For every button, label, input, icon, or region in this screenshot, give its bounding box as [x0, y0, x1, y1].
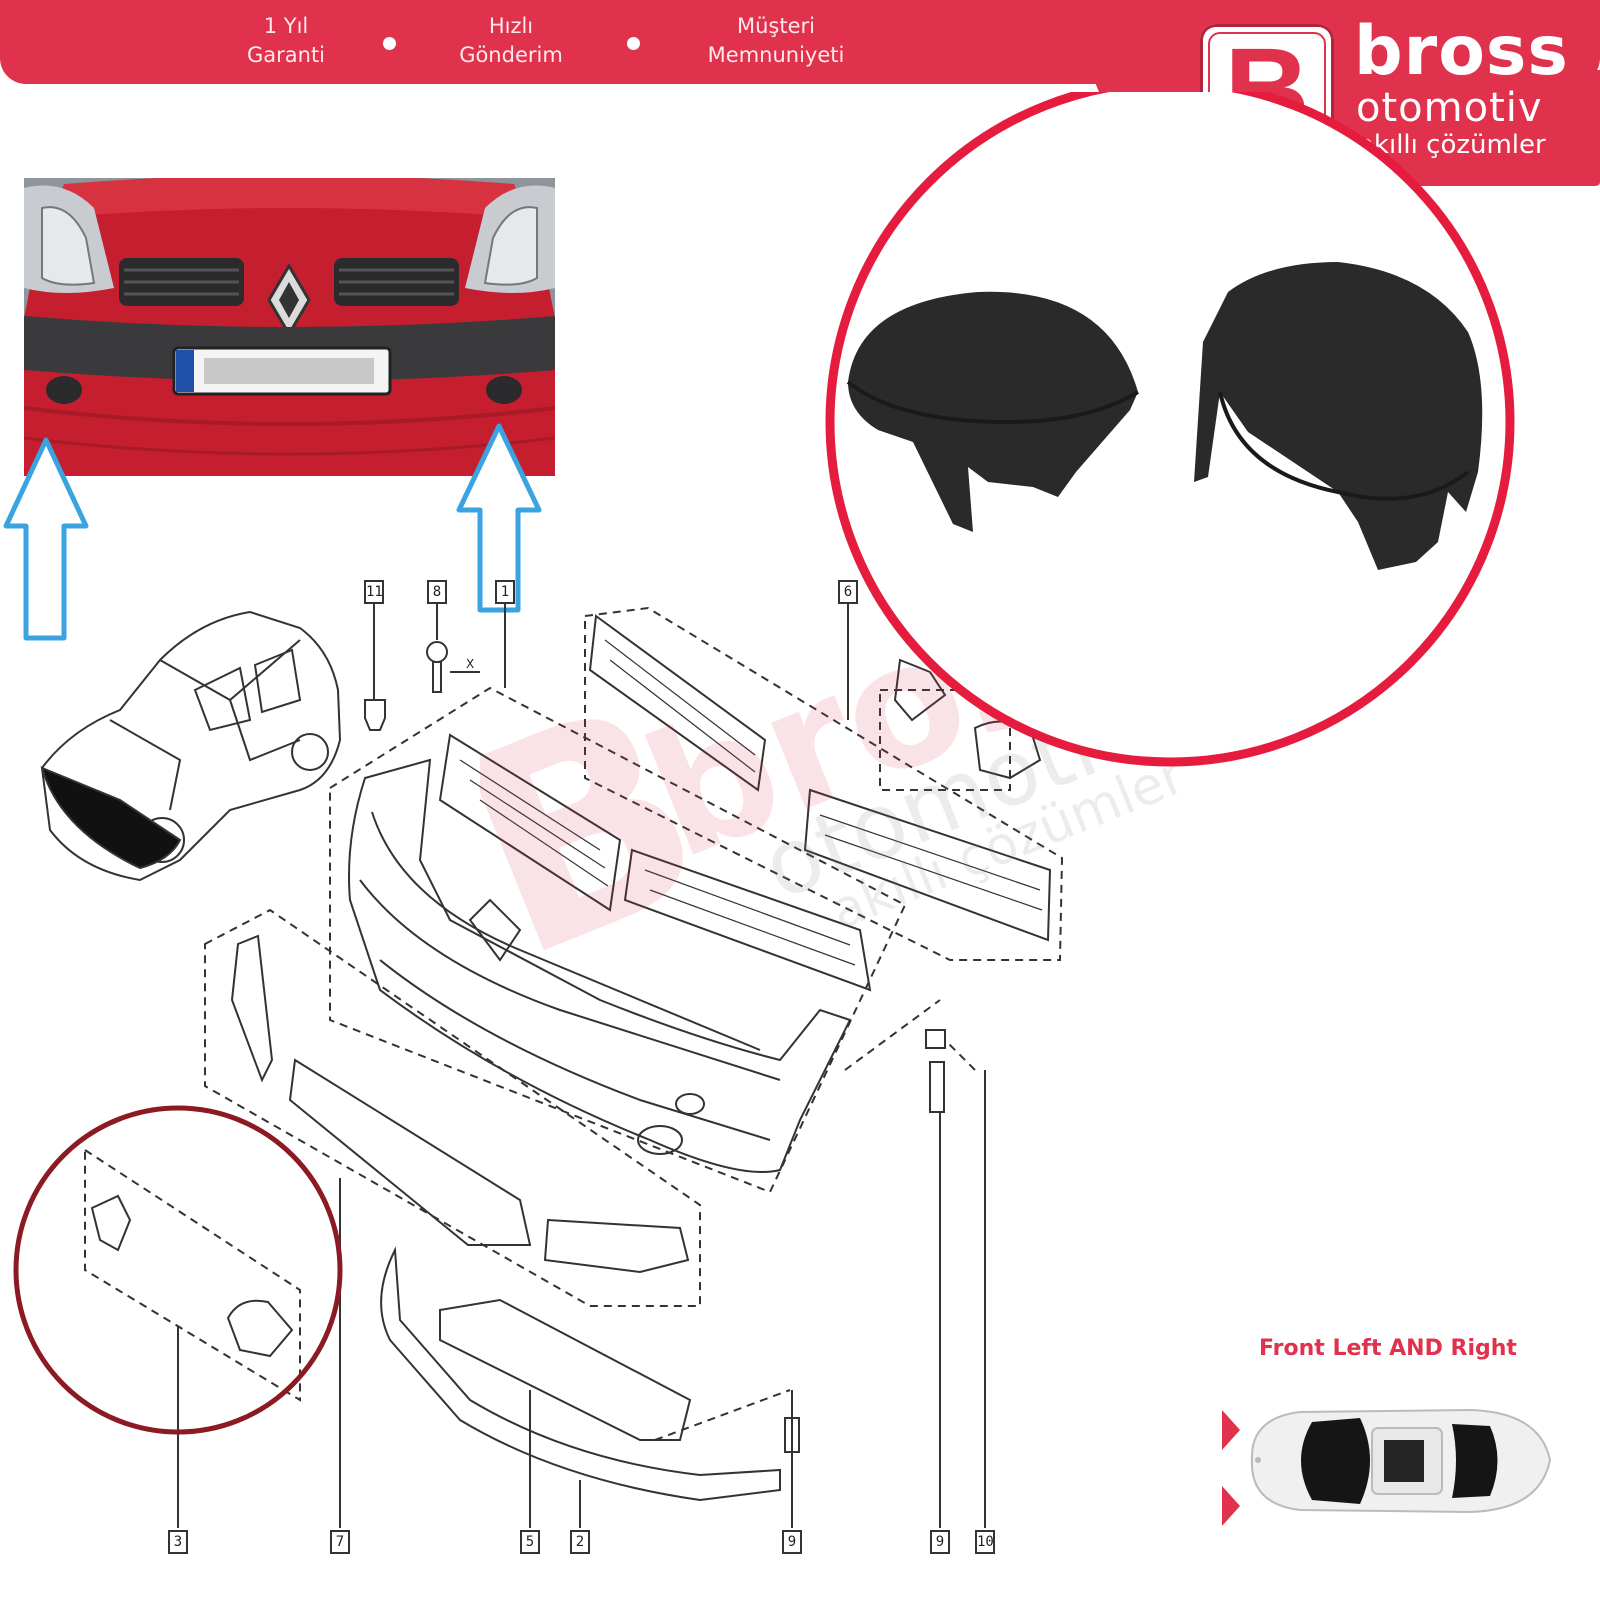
part-number-6: 6: [838, 580, 858, 604]
arrow-up-icon: [3, 437, 89, 641]
car-front-highlight: [40, 766, 182, 870]
separator-dot: [627, 37, 640, 50]
x-marker: X: [466, 657, 474, 671]
badge-shipping: Hızlı Gönderim: [440, 12, 582, 70]
part-number-10: 10: [975, 1530, 995, 1554]
badge-shipping-line1: Hızlı: [488, 14, 534, 38]
badge-satisfaction-line1: Müşteri: [737, 14, 815, 38]
part-number-2: 2: [570, 1530, 590, 1554]
part-number-7: 7: [330, 1530, 350, 1554]
car-front-photo: [24, 178, 555, 476]
brand-name: bross: [1354, 12, 1569, 91]
part-number-5: 5: [520, 1530, 540, 1554]
badge-warranty-line1: 1 Yıl: [263, 14, 309, 38]
separator-dot: [383, 37, 396, 50]
arrow-up-icon: [456, 423, 542, 613]
badge-satisfaction-line2: Memnuniyeti: [707, 43, 845, 67]
car-outline-drawing: [40, 610, 342, 882]
badge-warranty: 1 Yıl Garanti: [230, 12, 342, 70]
highlight-circle-left: [13, 1105, 343, 1435]
product-closeup: [825, 92, 1515, 767]
right-cap-icon: [1194, 262, 1483, 570]
badge-warranty-line2: Garanti: [246, 43, 326, 67]
arrow-right-icon: [1222, 1486, 1240, 1526]
part-number-11: 11: [364, 580, 384, 604]
badge-shipping-line2: Gönderim: [459, 43, 563, 67]
car-top-view-icon: [1222, 1408, 1552, 1526]
part-number-1: 1: [495, 580, 515, 604]
part-number-8: 8: [427, 580, 447, 604]
badge-satisfaction: Müşteri Memnuniyeti: [686, 12, 866, 70]
arrow-right-icon: [1222, 1410, 1240, 1450]
left-cap-icon: [848, 291, 1138, 532]
position-label: Front Left AND Right: [1259, 1336, 1517, 1361]
part-number-9: 9: [782, 1530, 802, 1554]
highlight-circle-product: [825, 92, 1515, 767]
part-number-9: 9: [930, 1530, 950, 1554]
part-number-3: 3: [168, 1530, 188, 1554]
brand-tagline: akıllı çözümler: [1358, 130, 1546, 160]
brand-sub: otomotiv: [1356, 85, 1543, 131]
